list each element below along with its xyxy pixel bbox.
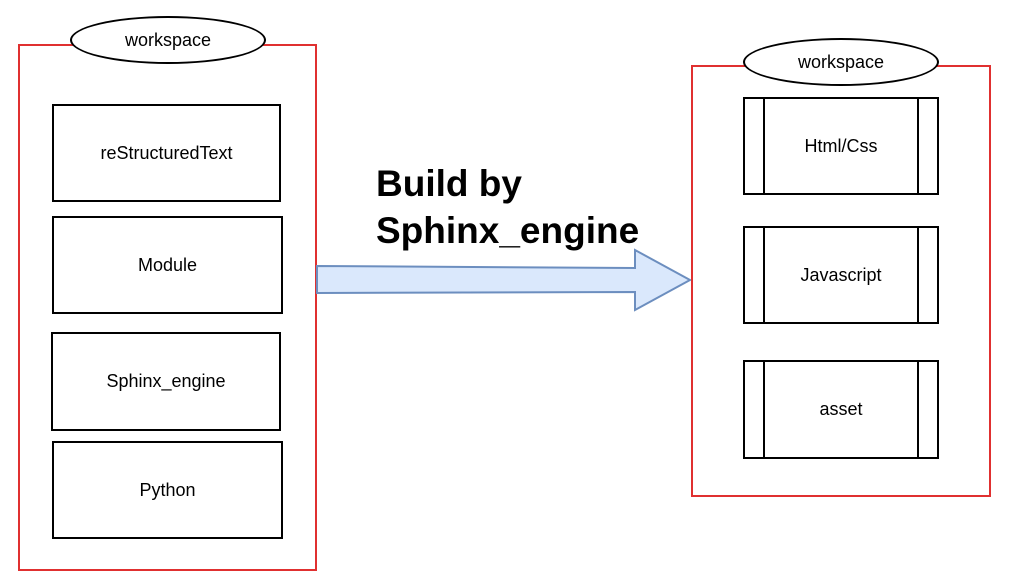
process-bar-left xyxy=(763,362,765,457)
build-label-line1: Build by xyxy=(376,163,522,204)
output-item-label: asset xyxy=(819,399,863,419)
build-arrow xyxy=(316,248,693,312)
output-workspace-label: workspace xyxy=(743,38,939,86)
process-bar-left xyxy=(763,99,765,193)
build-label: Build by Sphinx_engine xyxy=(376,160,639,254)
build-label-line2: Sphinx_engine xyxy=(376,210,640,251)
source-item-module: Module xyxy=(52,216,283,314)
output-item-asset: asset xyxy=(743,360,939,459)
process-bar-left xyxy=(763,228,765,322)
output-item-label: Javascript xyxy=(800,264,882,285)
source-item-python: Python xyxy=(52,441,283,539)
process-bar-right xyxy=(917,228,919,322)
source-workspace-label: workspace xyxy=(70,16,266,64)
output-item-javascript: Javascript xyxy=(743,226,939,324)
process-bar-right xyxy=(917,362,919,457)
process-bar-right xyxy=(917,99,919,193)
source-item-sphinx-engine: Sphinx_engine xyxy=(51,332,281,431)
output-item-label: Html/Css xyxy=(804,135,878,156)
build-arrow-shape xyxy=(316,248,693,312)
output-item-html-css: Html/Css xyxy=(743,97,939,195)
source-item-restructuredtext: reStructuredText xyxy=(52,104,281,202)
